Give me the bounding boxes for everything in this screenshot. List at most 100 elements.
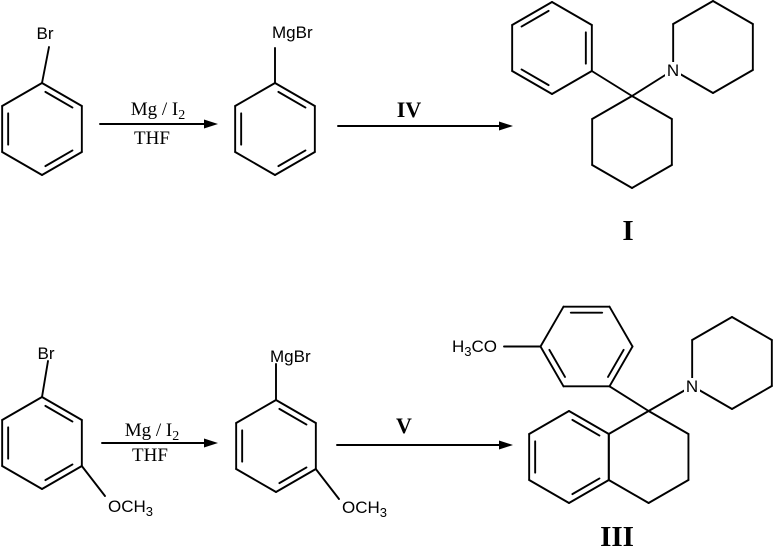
ring-pcp-phenyl-double-bond [520, 68, 550, 87]
ring-pcp-piperidine-edge [712, 69, 754, 94]
ring-anisyl-magnesium-edge [275, 468, 317, 493]
label-n-1: N [667, 61, 679, 80]
ring-anisyl-magnesium-double-bond [278, 407, 308, 426]
label-conditions-1b: THF [134, 128, 170, 149]
ring-phenylmagnesium [234, 82, 316, 176]
label-step-v-text: V [396, 413, 412, 438]
ring-iii-methoxyphenyl-double-bond [607, 348, 625, 378]
ring-iii-piperidine-edge [691, 316, 733, 341]
label-compound-i: I [622, 215, 633, 247]
label-conditions-1a-text: Mg / I [131, 99, 179, 120]
label-n-2-mask [684, 378, 700, 394]
ring-phenylmagnesium-edge [274, 151, 316, 176]
label-och3-2: OCH3 [342, 498, 387, 520]
ring-iii-benzo-edge [568, 479, 610, 504]
label-mgbr-1: MgBr [272, 23, 313, 42]
bond-br-1 [41, 46, 50, 84]
ring-iii-cyclohexane [607, 410, 690, 504]
arrow-reaction-1 [99, 119, 218, 129]
bond-och3-2 [314, 468, 340, 500]
ring-bromobenzene-edge [1, 82, 43, 107]
ring-iii-benzo-double-bond [571, 418, 601, 437]
bond-och3-1 [80, 465, 106, 497]
ring-bromobenzene [1, 82, 83, 176]
label-step-iv-text: IV [397, 97, 422, 122]
label-step-iv: IV [397, 97, 422, 122]
label-mgbr-2-text: MgBr [270, 347, 311, 366]
ring-phenylmagnesium-edge [274, 82, 316, 107]
bond-phenyl-c1 [590, 70, 633, 97]
ring-iii-piperidine-edge [731, 316, 773, 341]
label-och3-1-text: OCH [108, 497, 146, 516]
ring-iii-benzo-edge [568, 410, 610, 435]
ring-pcp-cyclohexane-edge [631, 95, 673, 120]
ring-pcp-piperidine-edge [712, 0, 754, 25]
ring-anisyl-magnesium [235, 399, 317, 493]
bond-aryl-c1 [608, 385, 650, 412]
label-br-1-text: Br [37, 24, 54, 43]
ring-bromobenzene-double-bond [44, 90, 74, 109]
label-mgbr-1-text: MgBr [272, 23, 313, 42]
ring-phenylmagnesium-double-bond [277, 90, 307, 109]
ring-iii-methoxyphenyl [539, 305, 634, 388]
ring-anisyl-magnesium-edge [275, 399, 317, 424]
ring-bromoanisole-double-bond [44, 463, 74, 482]
label-h3co-text: H [452, 337, 464, 356]
label-conditions-1b-text: THF [134, 128, 170, 149]
ring-bromoanisole [1, 396, 83, 490]
arrow-reaction-2-head [499, 121, 513, 131]
ring-pcp-phenyl [511, 1, 593, 95]
ring-bromobenzene-double-bond [44, 149, 74, 168]
ring-pcp-phenyl-edge [511, 70, 553, 95]
ring-phenylmagnesium-double-bond [277, 149, 307, 168]
ring-pcp-cyclohexane-edge [591, 164, 633, 189]
ring-iii-piperidine-edge [731, 385, 773, 410]
label-br-2-text: Br [38, 344, 55, 363]
ring-phenylmagnesium-edge [234, 82, 276, 107]
ring-bromoanisole-edge [1, 396, 43, 421]
ring-iii-methoxyphenyl-edge [539, 345, 565, 388]
label-n-2: N [686, 377, 698, 396]
ring-pcp-cyclohexane [591, 95, 673, 189]
ring-iii-methoxyphenyl-edge [539, 305, 565, 348]
ring-iii-benzo-double-bond [571, 477, 601, 496]
label-conditions-2b: THF [132, 445, 168, 466]
arrow-reaction-3-head [204, 438, 218, 448]
ring-pcp-phenyl-double-bond [520, 9, 550, 28]
label-n-1-text: N [667, 61, 679, 80]
label-och3-2-text: OCH [342, 498, 380, 517]
label-n-1-mask [665, 62, 681, 78]
ring-anisyl-magnesium-edge [235, 468, 277, 493]
label-br-2: Br [38, 344, 55, 363]
ring-bromoanisole-edge [41, 465, 83, 490]
label-compound-iii-text: III [600, 521, 634, 547]
arrow-reaction-1-head [204, 119, 218, 129]
ring-pcp-piperidine [672, 0, 754, 94]
ring-pcp-phenyl-edge [511, 1, 553, 26]
label-h3co-subscript: 3 [464, 344, 471, 359]
label-conditions-2a: Mg / I2 [125, 420, 180, 444]
label-br-1: Br [37, 24, 54, 43]
label-conditions-1a-subscript: 2 [178, 108, 185, 123]
ring-bromoanisole-edge [1, 465, 43, 490]
label-compound-iii: III [600, 521, 634, 547]
ring-iii-methoxyphenyl-edge [608, 305, 634, 348]
ring-bromoanisole-double-bond [44, 404, 74, 423]
label-n-2-text: N [686, 377, 698, 396]
label-och3-1-subscript: 3 [146, 504, 153, 519]
arrow-reaction-2 [337, 121, 513, 131]
ring-phenylmagnesium-edge [234, 151, 276, 176]
ring-pcp-cyclohexane-edge [591, 95, 633, 120]
ring-bromobenzene-edge [41, 151, 83, 176]
label-step-v: V [396, 413, 412, 438]
ring-pcp-phenyl-edge [551, 70, 593, 95]
ring-iii-methoxyphenyl-edge [608, 345, 634, 388]
ring-pcp-cyclohexane-edge [631, 164, 673, 189]
label-mgbr-2: MgBr [270, 347, 311, 366]
label-conditions-2a-subscript: 2 [172, 429, 179, 444]
ring-pcp-piperidine-edge [672, 0, 714, 25]
ring-anisyl-magnesium-edge [235, 399, 277, 424]
ring-iii-methoxyphenyl-double-bond [548, 348, 566, 378]
ring-iii-benzo [528, 410, 610, 504]
